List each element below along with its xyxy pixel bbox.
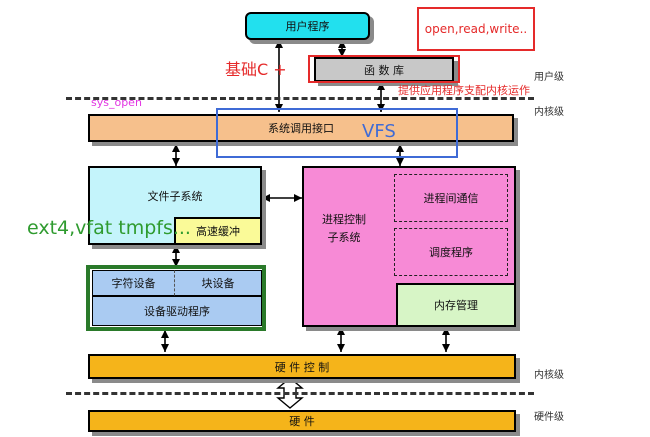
process-control-label: 进程控制 子系统	[322, 212, 366, 244]
user-program-label: 用户程序	[285, 20, 330, 33]
hardware-control-label: 硬 件 控 制	[274, 360, 330, 374]
libc-annotation: 基础C +	[225, 60, 287, 79]
char-device-label: 字符设备	[111, 277, 156, 290]
buffer-cache-label: 高速缓冲	[196, 225, 240, 238]
kernel-level-label-bottom: 内核级	[534, 370, 564, 381]
hardware-label: 硬 件	[289, 415, 315, 428]
device-driver-highlight	[86, 265, 266, 331]
sys-open-annotation: sys_open	[91, 96, 142, 109]
device-driver-box: 设备驱动程序	[92, 296, 262, 326]
file-subsystem-label: 文件子系统	[147, 190, 203, 203]
buffer-cache-box: 高速缓冲	[174, 217, 262, 245]
kernel-level-label-top: 内核级	[534, 107, 564, 118]
open-read-write-annotation: open,read,write..	[417, 7, 535, 51]
ipc-box: 进程间通信	[394, 174, 508, 222]
scheduler-label: 调度程序	[429, 246, 473, 259]
vfs-highlight	[216, 108, 458, 158]
scheduler-box: 调度程序	[394, 228, 508, 276]
open-read-write-text: open,read,write..	[424, 22, 528, 36]
kernel-hardware-separator	[66, 392, 534, 395]
vfs-annotation: VFS	[362, 121, 396, 142]
memory-mgmt-box: 内存管理	[396, 283, 516, 327]
hardware-box: 硬 件	[88, 410, 516, 432]
user-level-label: 用户级	[534, 72, 564, 83]
user-kernel-separator	[66, 97, 534, 100]
syscall-interface-box: 系统调用接口	[88, 114, 514, 142]
hardware-control-box: 硬 件 控 制	[88, 354, 516, 379]
device-driver-label: 设备驱动程序	[144, 305, 210, 318]
block-device-label: 块设备	[201, 277, 235, 290]
hardware-level-label: 硬件级	[534, 412, 564, 423]
filesystems-annotation: ext4,vfat tmpfs...	[27, 217, 191, 239]
user-program-box: 用户程序	[245, 12, 370, 40]
block-device-box: 块设备	[174, 270, 262, 296]
ipc-label: 进程间通信	[423, 192, 479, 205]
syscall-interface-label: 系统调用接口	[268, 122, 334, 135]
memory-mgmt-label: 内存管理	[434, 299, 478, 312]
function-library-highlight	[308, 55, 460, 83]
char-device-box: 字符设备	[92, 270, 175, 296]
function-library-label: 函 数 库	[364, 63, 404, 77]
app-kernel-note: 提供应用程序支配内核运作	[398, 84, 530, 97]
